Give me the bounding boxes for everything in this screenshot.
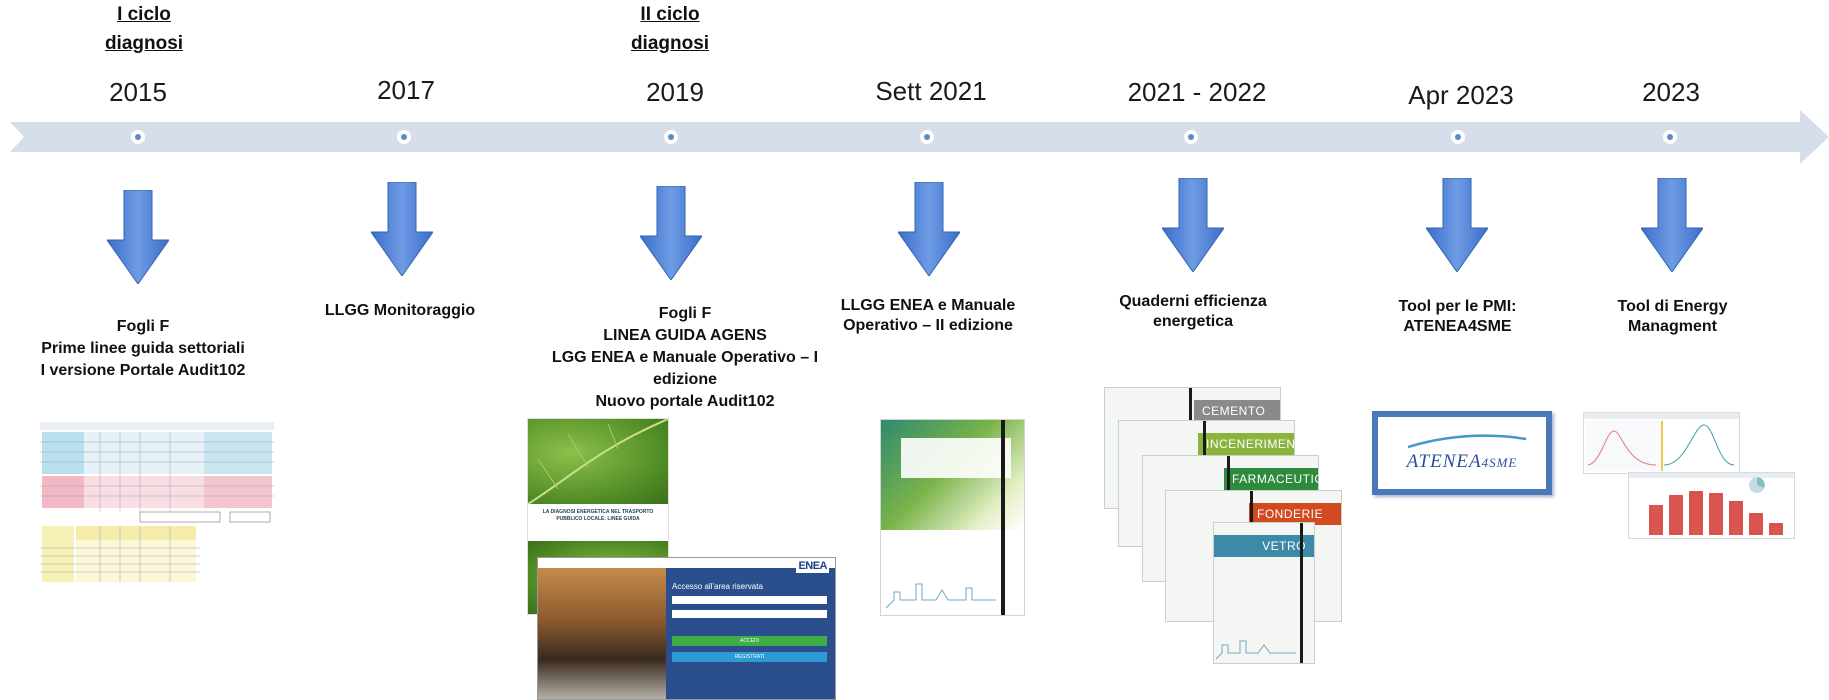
panel-header bbox=[1584, 413, 1739, 419]
milestone-2019-description: Fogli F LINEA GUIDA AGENS LGG ENEA e Man… bbox=[535, 303, 835, 413]
year-label-apr-2023: Apr 2023 bbox=[1408, 80, 1514, 110]
timeline-arrow bbox=[10, 110, 1829, 164]
down-arrow-icon bbox=[898, 182, 960, 276]
atenea4sme-logo: ATENEA4SME bbox=[1372, 411, 1552, 495]
line-chart-thumb bbox=[1586, 421, 1735, 471]
timeline-marker-2015 bbox=[131, 130, 145, 144]
cycle-label-second: II ciclo diagnosi bbox=[600, 0, 740, 58]
atenea-wordmark-main: ATENEA bbox=[1406, 451, 1482, 472]
booklet-vetro: VETRO bbox=[1213, 522, 1315, 664]
description-line: Fogli F bbox=[116, 318, 170, 335]
cycle-label-second-line2: diagnosi bbox=[630, 33, 710, 54]
description-line: ATENEA4SME bbox=[1403, 318, 1512, 335]
bar-chart-thumb bbox=[1629, 473, 1794, 535]
description-line: I versione Portale Audit102 bbox=[40, 362, 246, 379]
atenea-swoosh bbox=[1408, 434, 1527, 449]
booklet-spine bbox=[1300, 523, 1303, 663]
dashboard-panel-bottom bbox=[1628, 472, 1795, 539]
description-line: edizione bbox=[652, 371, 717, 388]
timeline-marker-2017 bbox=[397, 130, 411, 144]
atenea-wordmark-sub: 4SME bbox=[1481, 455, 1518, 470]
milestone-sett-2021-description: LLGG ENEA e Manuale Operativo – II edizi… bbox=[818, 296, 1038, 336]
cycle-label-first-line2: diagnosi bbox=[104, 33, 184, 54]
timeline-marker-2019 bbox=[664, 130, 678, 144]
leaf-vein bbox=[528, 419, 668, 504]
energy-tool-dashboard-screenshot bbox=[1583, 412, 1795, 539]
milestone-2021-2022-description: Quaderni efficienza energetica bbox=[1093, 292, 1293, 332]
cycle-label-second-line1: II ciclo bbox=[640, 4, 700, 25]
milestone-2023-description: Tool di Energy Managment bbox=[1585, 297, 1760, 337]
description-line: Tool per le PMI: bbox=[1398, 298, 1517, 315]
cover-skyline bbox=[886, 583, 996, 609]
timeline-marker-apr-2023 bbox=[1451, 130, 1465, 144]
milestone-2015-description: Fogli F Prime linee guida settoriali I v… bbox=[13, 316, 273, 382]
booklet-skyline bbox=[1216, 640, 1296, 660]
dashboard-panel-top bbox=[1583, 412, 1740, 474]
description-line: Prime linee guida settoriali bbox=[41, 340, 245, 357]
atenea-wordmark: ATENEA4SME bbox=[1378, 451, 1546, 473]
description-line: Quaderni efficienza bbox=[1119, 293, 1267, 310]
description-line: LGG ENEA e Manuale Operativo – I bbox=[551, 349, 819, 366]
login-header-bar bbox=[538, 558, 835, 568]
milestone-2017-description: LLGG Monitoraggio bbox=[300, 300, 500, 322]
booklet-label-fonderie: FONDERIE bbox=[1249, 503, 1341, 525]
description-line: Nuovo portale Audit102 bbox=[595, 393, 775, 410]
description-line: LLGG ENEA e Manuale bbox=[840, 297, 1016, 314]
description-line: Operativo – II edizione bbox=[843, 317, 1013, 334]
register-button[interactable]: REGISTRATI bbox=[672, 652, 827, 662]
description-line: Managment bbox=[1628, 318, 1717, 335]
timeline-marker-2023 bbox=[1663, 130, 1677, 144]
cycle-label-first-line1: I ciclo bbox=[117, 4, 171, 25]
timeline-band bbox=[10, 110, 1829, 164]
down-arrow-icon bbox=[107, 190, 169, 284]
login-button[interactable]: ACCEDI bbox=[672, 636, 827, 646]
enea-logo: ENEA bbox=[796, 559, 829, 573]
description-line: Fogli F bbox=[658, 305, 712, 322]
year-label-2015: 2015 bbox=[109, 77, 167, 107]
down-arrow-icon bbox=[640, 186, 702, 280]
username-field[interactable] bbox=[672, 596, 827, 604]
booklet-label-farmaceutica: FARMACEUTICA bbox=[1224, 468, 1318, 490]
year-label-2017: 2017 bbox=[377, 75, 435, 105]
down-arrow-icon bbox=[1162, 178, 1224, 272]
description-line: LLGG Monitoraggio bbox=[324, 302, 476, 319]
tunnel-photo bbox=[538, 568, 666, 699]
timeline-marker-sett-2021 bbox=[920, 130, 934, 144]
leaf-photo bbox=[528, 419, 668, 504]
description-line: energetica bbox=[1152, 313, 1234, 330]
audit102-login-screenshot: ENEA Accesso all'area riservata ACCEDI R… bbox=[537, 557, 836, 700]
booklet-label-incenerimento: INCENERIMENTO bbox=[1198, 433, 1294, 455]
year-label-sett-2021: Sett 2021 bbox=[875, 76, 987, 106]
description-line: LINEA GUIDA AGENS bbox=[603, 327, 767, 344]
password-field[interactable] bbox=[672, 610, 827, 618]
cover-binding bbox=[1001, 420, 1005, 615]
spreadsheet-thumbnail bbox=[40, 422, 274, 582]
agens-cover-title: LA DIAGNOSI ENERGETICA NEL TRASPORTO PUB… bbox=[542, 509, 654, 522]
year-label-2021-2022: 2021 - 2022 bbox=[1127, 77, 1267, 107]
description-line: Tool di Energy bbox=[1617, 298, 1728, 315]
year-label-2023: 2023 bbox=[1642, 77, 1700, 107]
manuale-operativo-cover bbox=[880, 419, 1025, 616]
booklet-label-vetro: VETRO bbox=[1214, 535, 1314, 557]
year-label-2019: 2019 bbox=[646, 77, 704, 107]
booklet-label-cemento: CEMENTO bbox=[1194, 400, 1280, 422]
down-arrow-icon bbox=[1641, 178, 1703, 272]
cover-text-box bbox=[901, 438, 1011, 478]
cycle-label-first: I ciclo diagnosi bbox=[74, 0, 214, 58]
milestone-apr-2023-description: Tool per le PMI: ATENEA4SME bbox=[1370, 297, 1545, 337]
down-arrow-icon bbox=[1426, 178, 1488, 272]
down-arrow-icon bbox=[371, 182, 433, 276]
login-title: Accesso all'area riservata bbox=[672, 582, 763, 591]
timeline-marker-2021-2022 bbox=[1184, 130, 1198, 144]
